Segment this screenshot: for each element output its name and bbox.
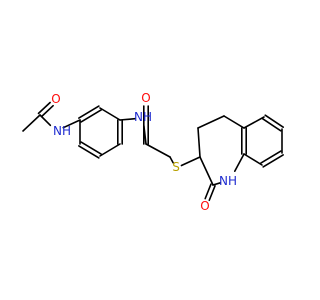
bond-s-c3 [180,156,201,167]
bond-r3-nb [119,117,136,121]
atom-label-n_amide: NH [134,110,152,124]
bond-c5a-c6 [243,116,265,129]
bond-c8-c9 [260,150,282,164]
bond-ca-oa [40,104,54,118]
bond-c2-ol [204,183,212,200]
bond-ca-na [39,114,52,127]
bond-r5-r6 [80,141,102,155]
atom-label-s_thio: S [172,160,180,174]
atom-label-n_lactam: NH [219,174,237,188]
atom-label-o_amide: O [141,91,150,105]
bond-c6-c7 [261,118,282,132]
bond-layer [22,101,285,202]
bond-c3-c4 [197,127,201,158]
bond-me-ca [22,114,41,132]
bond-ch2-s [169,156,174,164]
bond-r2-r3 [99,107,121,121]
atom-label-n_acetyl: NH [53,124,71,138]
atom-label-o_lactam: O [200,199,209,213]
bond-r5-r6 [78,145,100,159]
bond-na-r1 [62,119,81,129]
bond-cc-ch2 [145,143,171,158]
bond-c8-c9 [262,154,284,168]
atom-label-o_acetyl: O [51,92,60,106]
bond-c9a-n1 [233,153,245,172]
bond-c6-c7 [264,114,285,128]
bond-r1-r2 [80,109,102,123]
bond-n1-c2 [212,182,222,186]
bond-r4-r5 [99,143,121,157]
bond-c5-c5a [223,115,245,129]
bond-c2-c3 [199,156,214,186]
bond-ca-oa [37,101,51,115]
atom-label-layer: O NH NH O S O NH [51,91,237,213]
bond-c9-c9a [243,153,263,166]
molecule-structure: O NH NH O S O NH [22,91,285,213]
bond-c2-ol [208,185,216,202]
bond-r1-r2 [78,105,100,119]
bond-c4-c5 [197,115,225,129]
